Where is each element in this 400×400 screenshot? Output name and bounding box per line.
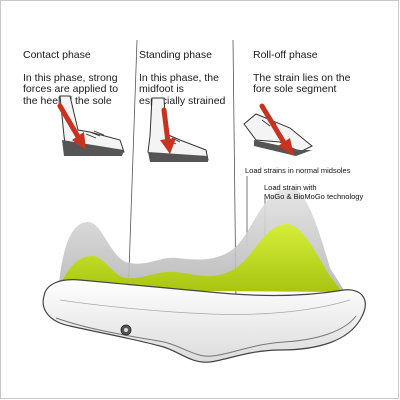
phase-rolloff-title: Roll-off phase: [253, 48, 318, 61]
phase-contact-title: Contact phase: [23, 48, 91, 61]
midsole: [42, 279, 366, 363]
standing-force-arrowhead: [160, 138, 176, 154]
rolloff-force-arrow: [259, 103, 289, 149]
standing-force-arrow: [161, 107, 171, 145]
phase-divider-1: [127, 39, 138, 301]
midsole-lower-edge: [55, 315, 357, 357]
rolloff-force-arrowhead: [278, 138, 294, 156]
phase-standing-title: Standing phase: [139, 48, 212, 61]
phase-rolloff: Roll-off phase The strain lies on the fo…: [253, 38, 393, 96]
standing-foot-illustration: [147, 97, 209, 162]
contact-force-arrow: [57, 103, 83, 143]
midsole-inner-line: [59, 299, 351, 315]
legend-normal-midsole: Load strains in normal midsoles: [245, 166, 351, 175]
legend-mogo-technology: Load strain with MoGo & BioMoGo technolo…: [264, 183, 364, 201]
phase-rolloff-description: The strain lies on the fore sole segment: [253, 71, 351, 95]
contact-force-arrowhead: [72, 132, 86, 150]
mogo-load-curve: [58, 224, 342, 292]
